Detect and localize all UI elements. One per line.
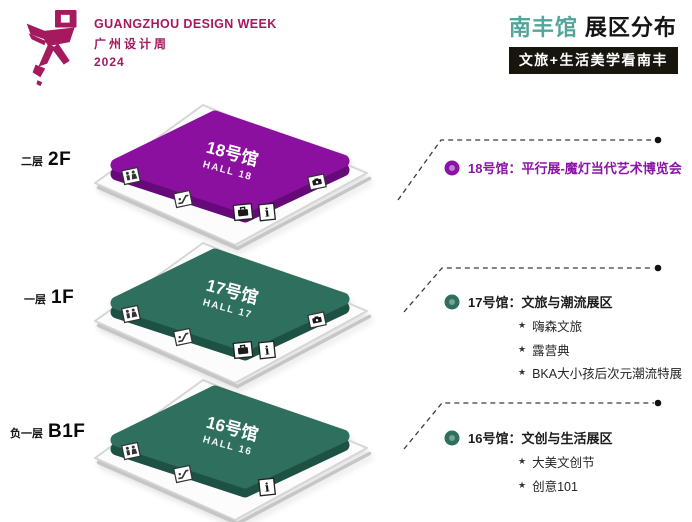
info-icon: i (257, 202, 277, 222)
list-item: ★ 嗨森文旅 (518, 316, 690, 335)
escalator-icon (173, 464, 193, 484)
floor-label-2f: 二层 2F (21, 149, 71, 171)
hall-zone-title: 文创与生活展区 (521, 431, 613, 446)
svg-text:i: i (264, 205, 270, 219)
restroom-icon (121, 166, 141, 186)
hall16-slab-top (110, 385, 350, 489)
connector-dot-18 (654, 136, 662, 144)
star-icon: ★ (518, 367, 527, 377)
gdw-runner-logo-icon (26, 9, 77, 87)
restroom-icon (121, 441, 141, 461)
hall-zone-title: 文旅与潮流展区 (521, 295, 613, 310)
floor-label-en: 2F (48, 149, 72, 170)
list-item: ★ 大美文创节 (518, 452, 690, 471)
camera-icon (307, 173, 327, 191)
platform-edge (96, 451, 372, 522)
info-icon: i (257, 477, 277, 497)
annotation-hall-16: 16号馆：文创与生活展区 ★ 大美文创节 ★ 创意101 (444, 428, 690, 495)
annotation-heading: 18号馆：平行展-魔灯当代艺术博览会 (468, 158, 682, 177)
exhibit-name: 露营典 (532, 343, 570, 358)
floor-label-1f: 一层 1F (24, 287, 74, 309)
exhibit-name: 嗨森文旅 (532, 320, 583, 334)
title-subtitle-banner: 文旅+生活美学看南丰 (508, 47, 678, 74)
annotation-hall-17: 17号馆：文旅与潮流展区 ★ 嗨森文旅 ★ 露营典 ★ BKA大小孩后次元潮流特… (444, 292, 690, 382)
exhibit-list: ★ 嗨森文旅 ★ 露营典 ★ BKA大小孩后次元潮流特展 (518, 316, 690, 382)
hall-zone-title: 平行展-魔灯当代艺术博览会 (521, 161, 682, 176)
baggage-icon (232, 202, 254, 222)
svg-text:i: i (264, 343, 270, 357)
title-suffix: 展区分布 (584, 15, 677, 40)
star-icon: ★ (518, 479, 527, 490)
baggage-icon (232, 340, 254, 360)
platform-edge (96, 176, 372, 251)
title-hall-name: 南丰馆 (508, 15, 578, 40)
annotation-heading: 17号馆：文旅与潮流展区 (468, 292, 612, 311)
logo-line-cn: 广州设计周 (94, 37, 170, 51)
connector-dot-17 (654, 264, 662, 272)
svg-text:i: i (264, 480, 270, 494)
hall-number-label: 16号馆： (468, 431, 522, 446)
annotation-hall-18: 18号馆：平行展-魔灯当代艺术博览会 (444, 158, 690, 177)
list-item: ★ 露营典 (518, 340, 690, 359)
camera-icon (307, 311, 327, 329)
star-icon: ★ (518, 320, 527, 330)
hall-badge-icon (444, 430, 460, 445)
floor-label-cn: 负一层 (10, 428, 43, 440)
escalator-icon (173, 327, 193, 347)
logo-line-year: 2024 (94, 55, 125, 69)
hall-badge-icon (444, 160, 460, 175)
logo-line-en: GUANGZHOU DESIGN WEEK (94, 17, 277, 31)
floor-b1f: 16号馆 HALL 16 i (94, 379, 372, 522)
floor-label-en: 1F (51, 287, 75, 308)
floor-label-cn: 二层 (21, 156, 43, 168)
floor-label-cn: 一层 (24, 294, 46, 306)
exhibit-name: 创意101 (532, 479, 578, 494)
escalator-icon (173, 189, 193, 209)
hall-number-label: 17号馆： (468, 295, 522, 310)
restroom-icon (121, 304, 141, 324)
exhibit-list: ★ 大美文创节 ★ 创意101 (518, 452, 690, 495)
list-item: ★ BKA大小孩后次元潮流特展 (518, 363, 690, 382)
connector-dot-16 (654, 399, 662, 407)
page-title-block: 南丰馆展区分布 文旅+生活美学看南丰 (508, 10, 678, 74)
floor-label-en: B1F (48, 421, 86, 442)
info-icon: i (257, 340, 277, 360)
exhibit-name: 大美文创节 (532, 456, 595, 470)
floor-1f: 17号馆 HALL 17 i (94, 242, 372, 389)
annotation-heading: 16号馆：文创与生活展区 (468, 428, 612, 447)
exhibit-name: BKA大小孩后次元潮流特展 (532, 367, 683, 381)
floor-label-b1f: 负一层 B1F (10, 421, 85, 443)
platform-edge (96, 314, 372, 389)
list-item: ★ 创意101 (518, 476, 690, 495)
page-title: 南丰馆展区分布 (509, 10, 678, 42)
hall-number-label: 18号馆： (468, 161, 522, 176)
floor-2f: 18号馆 HALL 18 i (94, 104, 372, 251)
star-icon: ★ (518, 456, 527, 466)
star-icon: ★ (518, 343, 527, 354)
hall-badge-icon (444, 294, 460, 309)
gdw-logo-text: GUANGZHOU DESIGN WEEK 广州设计周 2024 (94, 17, 277, 69)
